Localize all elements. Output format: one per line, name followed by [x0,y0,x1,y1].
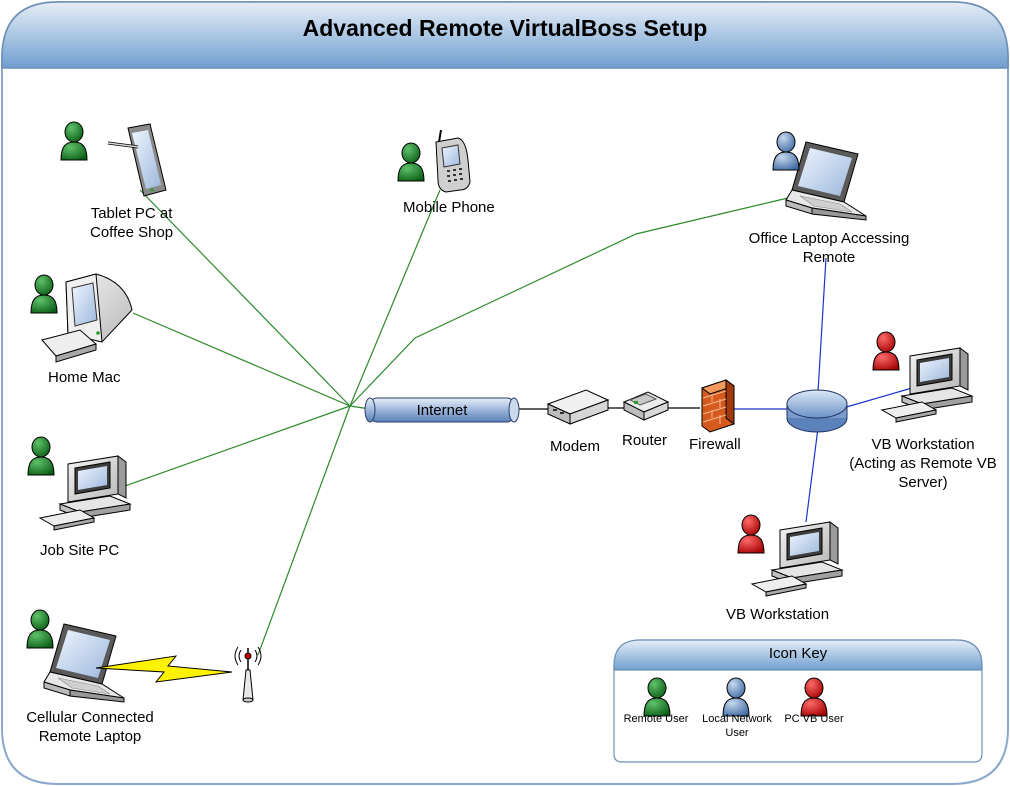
wan-chain [518,407,700,410]
tablet-pc-icon [107,123,167,197]
diagram-title: Advanced Remote VirtualBoss Setup [302,15,708,41]
mobile-phone-label: Mobile Phone [403,199,495,216]
router-label: Router [622,432,668,449]
mobile-phone-icon [435,129,471,193]
home-mac-icon [41,273,133,363]
office-laptop-label-text: Office Laptop Accessing Remote [748,230,910,266]
remote-user-key-label: Remote User [623,713,689,725]
cellular-laptop-label-text: Cellular Connected Remote Laptop [26,709,154,745]
firewall-label: Firewall [689,436,741,453]
modem-label: Modem [550,438,601,455]
office-laptop-label: Office Laptop Accessing Remote [742,229,916,267]
internet-cloud-tube [364,397,520,423]
vb-server-label-text: VB Workstation (Acting as Remote VB Serv… [849,436,997,491]
cell-tower-icon [234,646,262,703]
pc-vb-user-key-label: PC VB User [784,713,844,725]
home-mac-label: Home Mac [48,369,121,386]
title-banner [1,1,1009,69]
lan-links [733,257,913,523]
wireless-bolt-icon [95,655,233,683]
local-network-user-key-label: Local Network User [702,713,772,739]
job-site-label: Job Site PC [40,542,120,559]
tablet-label-text: Tablet PC at Coffee Shop [90,205,174,241]
vb-workstation-label: VB Workstation [726,606,830,623]
internet-label: Internet [416,402,468,419]
icon-key-box [613,639,983,763]
cellular-laptop-label: Cellular Connected Remote Laptop [20,708,160,746]
vb-server-label: VB Workstation (Acting as Remote VB Serv… [838,435,1008,492]
icon-key-title: Icon Key [768,645,828,662]
internet-links [124,189,789,656]
modem-icon [546,389,610,425]
network-hub-icon [786,389,848,433]
tablet-label: Tablet PC at Coffee Shop [90,204,173,242]
router-icon [622,391,670,421]
firewall-icon [700,379,736,433]
